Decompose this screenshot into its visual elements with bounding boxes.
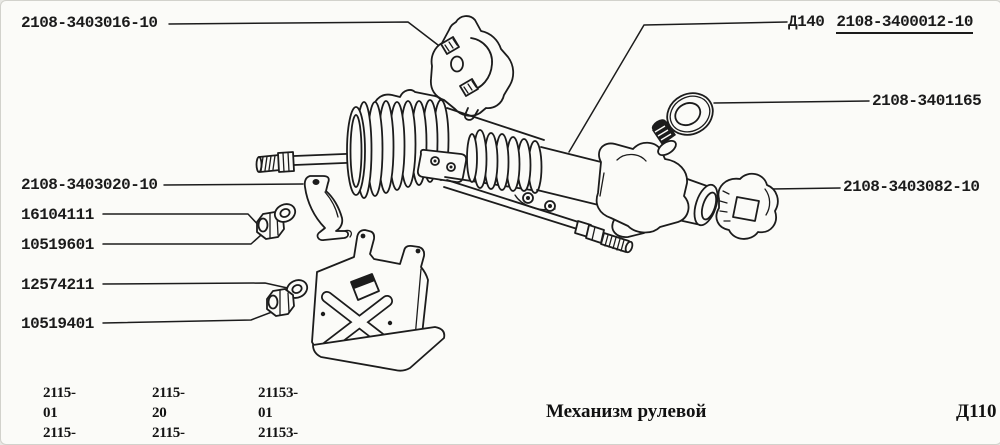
model-code: 21153-21: [258, 425, 298, 441]
callout-seal-ring: 2108-3401165: [872, 92, 982, 110]
callout-washer-upper: 10519601: [21, 236, 94, 254]
pinion-housing: [595, 141, 690, 238]
clamp-drawing: [303, 175, 352, 241]
model-code: 2115-20: [152, 385, 185, 421]
assembly-number: 2108-3400012-10: [836, 14, 973, 34]
assembly-prefix: Д140: [788, 13, 825, 31]
model-code: 2115-03: [43, 425, 76, 441]
figure-caption: Механизм рулевой: [546, 401, 707, 422]
callout-support-bushing: 2108-3403082-10: [843, 178, 980, 196]
callout-washer-lower: 12574211: [21, 276, 94, 294]
support-bushing-drawing: [715, 172, 779, 240]
model-column-2: 2115-20 2115-21 2115-23: [152, 383, 185, 444]
steering-rack-drawing: [346, 89, 719, 238]
washer-upper-drawing: [273, 203, 297, 223]
callout-nut-upper: 16104111: [21, 206, 94, 224]
left-bellows: [346, 99, 450, 199]
callout-mount-bracket: 2108-3403016-10: [21, 14, 158, 32]
seal-ring-drawing: [666, 92, 714, 136]
model-code: 21153-01: [258, 385, 298, 421]
model-column-3: 21153-01 21153-21: [258, 383, 298, 444]
callout-clamp: 2108-3403020-10: [21, 176, 158, 194]
model-code: 2115-21: [152, 425, 185, 441]
right-tie-rod-drawing: [443, 179, 634, 254]
model-code: 2115-01: [43, 385, 76, 421]
left-tie-rod-drawing: [255, 150, 422, 173]
callout-assembly: Д140 2108-3400012-10: [788, 14, 973, 34]
rubber-mount-drawing: [430, 15, 515, 121]
right-bellows: [466, 129, 543, 194]
sheet-code: Д110: [956, 401, 997, 422]
model-column-1: 2115-01 2115-03: [43, 383, 76, 444]
nut-lower-drawing: [266, 288, 295, 317]
mounting-bracket-plate-drawing: [311, 229, 446, 372]
callout-nut-lower: 10519401: [21, 315, 94, 333]
